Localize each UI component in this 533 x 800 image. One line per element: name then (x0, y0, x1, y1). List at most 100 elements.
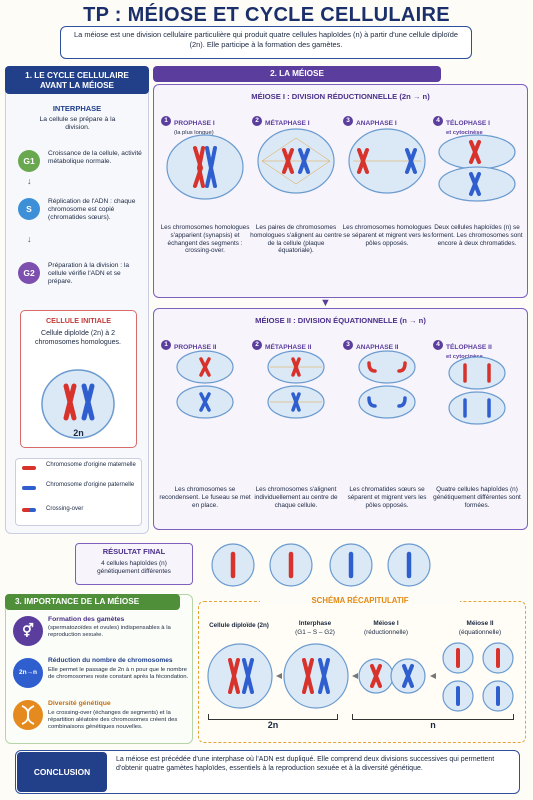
importance3-text: Le crossing-over (échanges de segments) … (48, 710, 178, 731)
arrow-down-icon: ↓ (27, 234, 32, 244)
phase-number: 2 (252, 339, 262, 350)
ratio-icon: 2n→n (13, 658, 43, 688)
legend-label-crossover: Crossing-over (46, 506, 84, 512)
schema-interphase-label: Interphase (298, 620, 332, 627)
meiosis2-title: MÉIOSE II : DIVISION ÉQUATIONNELLE (n → … (255, 316, 426, 325)
result-cells (211, 543, 431, 587)
schema-meiosis1-sub: (réductionnelle) (363, 629, 409, 636)
conclusion-text: La méiose est précédée d'une interphase … (116, 756, 495, 773)
cell-illustration (267, 350, 325, 419)
section1-header: 1. LE CYCLE CELLULAIRE AVANT LA MÉIOSE (5, 66, 149, 94)
schema-n-bracket (352, 714, 514, 720)
phase-description: Les chromosomes homologues se séparent e… (342, 224, 432, 247)
phase-description: Les chromosomes s'alignent individuellem… (254, 486, 338, 509)
schema-2n-label: 2n (267, 720, 279, 730)
arrow-down-icon: ▼ (320, 297, 331, 309)
interphase-title: INTERPHASE (52, 104, 102, 113)
importance3-title: Diversité génétique (48, 700, 111, 707)
gender-symbols-icon: ⚥ (13, 616, 43, 646)
g2-text: Préparation à la division : la cellule v… (48, 262, 130, 286)
phase-name: ANAPHASE I (356, 120, 397, 127)
importance1-text: (spermatozoïdes et ovules) indispensable… (48, 625, 171, 639)
s-text: Réplication de l'ADN : chaque chromosome… (48, 198, 136, 222)
conclusion-label: CONCLUSION (17, 752, 107, 792)
phase-name: TÉLOPHASE II (446, 344, 492, 351)
phase-description: Les paires de chromosomes homologues s'a… (250, 224, 342, 255)
legend-label-paternal: Chromosome d'origine paternelle (46, 482, 135, 488)
phase-name: PROPHASE I (174, 120, 215, 127)
g1-text: Croissance de la cellule, activité métab… (48, 150, 142, 166)
g2-badge: G2 (18, 262, 40, 284)
initial-cell-label: 2n (73, 428, 84, 438)
result-title: RÉSULTAT FINAL (102, 547, 166, 556)
legend-swatch-maternal (22, 466, 36, 470)
importance2-title: Réduction du nombre de chromosomes (48, 657, 173, 664)
chromosome-paternal (81, 383, 95, 421)
section3-header: 3. IMPORTANCE DE LA MÉIOSE (5, 594, 180, 610)
g1-badge: G1 (18, 150, 40, 172)
schema-meiosis2-label: Méiose II (466, 620, 494, 627)
dna-icon (13, 700, 43, 730)
schema-meiosis1-label: Méiose I (373, 620, 399, 627)
phase-number: 1 (161, 115, 171, 126)
legend-label-maternal: Chromosome d'origine maternelle (46, 462, 136, 468)
cell-illustration (438, 134, 516, 202)
meiosis1-title: MÉIOSE I : DIVISION RÉDUCTIONNELLE (2n →… (251, 92, 430, 101)
arrow-down-icon: ↓ (27, 176, 32, 186)
phase-description: Les chromosomes homologues s'apparient (… (160, 224, 250, 255)
cell-illustration (358, 350, 416, 419)
phase-number: 3 (343, 115, 353, 126)
phase-description: Deux cellules haploïdes (n) se forment. … (431, 224, 523, 247)
cell-illustration (448, 356, 506, 425)
section2-header: 2. LA MÉIOSE (153, 66, 441, 82)
phase-number: 4 (433, 115, 443, 126)
section-cell-cycle (5, 66, 149, 534)
schema-n-label: n (430, 720, 436, 730)
page-title: TP : MÉIOSE ET CYCLE CELLULAIRE (83, 4, 450, 26)
phase-number: 3 (343, 339, 353, 350)
phase-description: Les chromatides sœurs se séparent et mig… (347, 486, 427, 509)
schema-title: SCHÉMA RÉCAPITULATIF (260, 596, 460, 605)
cell-illustration (257, 128, 335, 194)
legend-swatch-crossover (22, 508, 36, 512)
legend-swatch-paternal (22, 486, 36, 490)
phase-description: Quatre cellules haploïdes (n) génétiquem… (433, 486, 521, 509)
phase-number: 4 (433, 339, 443, 350)
phase-name: PROPHASE II (174, 344, 217, 351)
schema-2n-bracket (208, 714, 338, 720)
cell-illustration (348, 128, 426, 194)
phase-name: ANAPHASE II (356, 344, 399, 351)
phase-subtitle: et cytocinèse (446, 130, 483, 136)
phase-name: TÉLOPHASE I (446, 120, 490, 127)
phase-subtitle: et cytocinèse (446, 354, 483, 360)
interphase-desc: La cellule se prépare à la division. (39, 116, 116, 132)
phase-number: 1 (161, 339, 171, 350)
chromosome-maternal (63, 383, 77, 421)
legend (15, 458, 142, 526)
importance1-title: Formation des gamètes (48, 616, 125, 623)
result-box (75, 543, 193, 585)
phase-description: Les chromosomes se recondensent. Le fuse… (159, 486, 251, 509)
intro-box: La méiose est une division cellulaire pa… (60, 26, 472, 59)
result-text: 4 cellules haploïdes (n) génétiquement d… (97, 560, 171, 575)
phase-name: MÉTAPHASE II (265, 344, 312, 351)
initial-cell-illustration (41, 369, 115, 439)
phase-number: 2 (252, 115, 262, 126)
initial-cell-title: CELLULE INITIALE (45, 316, 112, 325)
schema-interphase-sub: (G1 – S – G2) (295, 629, 335, 636)
phase-subtitle: (la plus longue) (174, 130, 214, 136)
s-badge: S (18, 198, 40, 220)
importance2-text: Elle permet le passage de 2n à n pour qu… (48, 667, 189, 681)
schema-diploid-label: Cellule diploïde (2n) (209, 622, 269, 629)
cell-illustration (166, 134, 244, 200)
schema-meiosis2-sub: (équationnelle) (458, 629, 502, 636)
schema-diagram (207, 642, 514, 712)
